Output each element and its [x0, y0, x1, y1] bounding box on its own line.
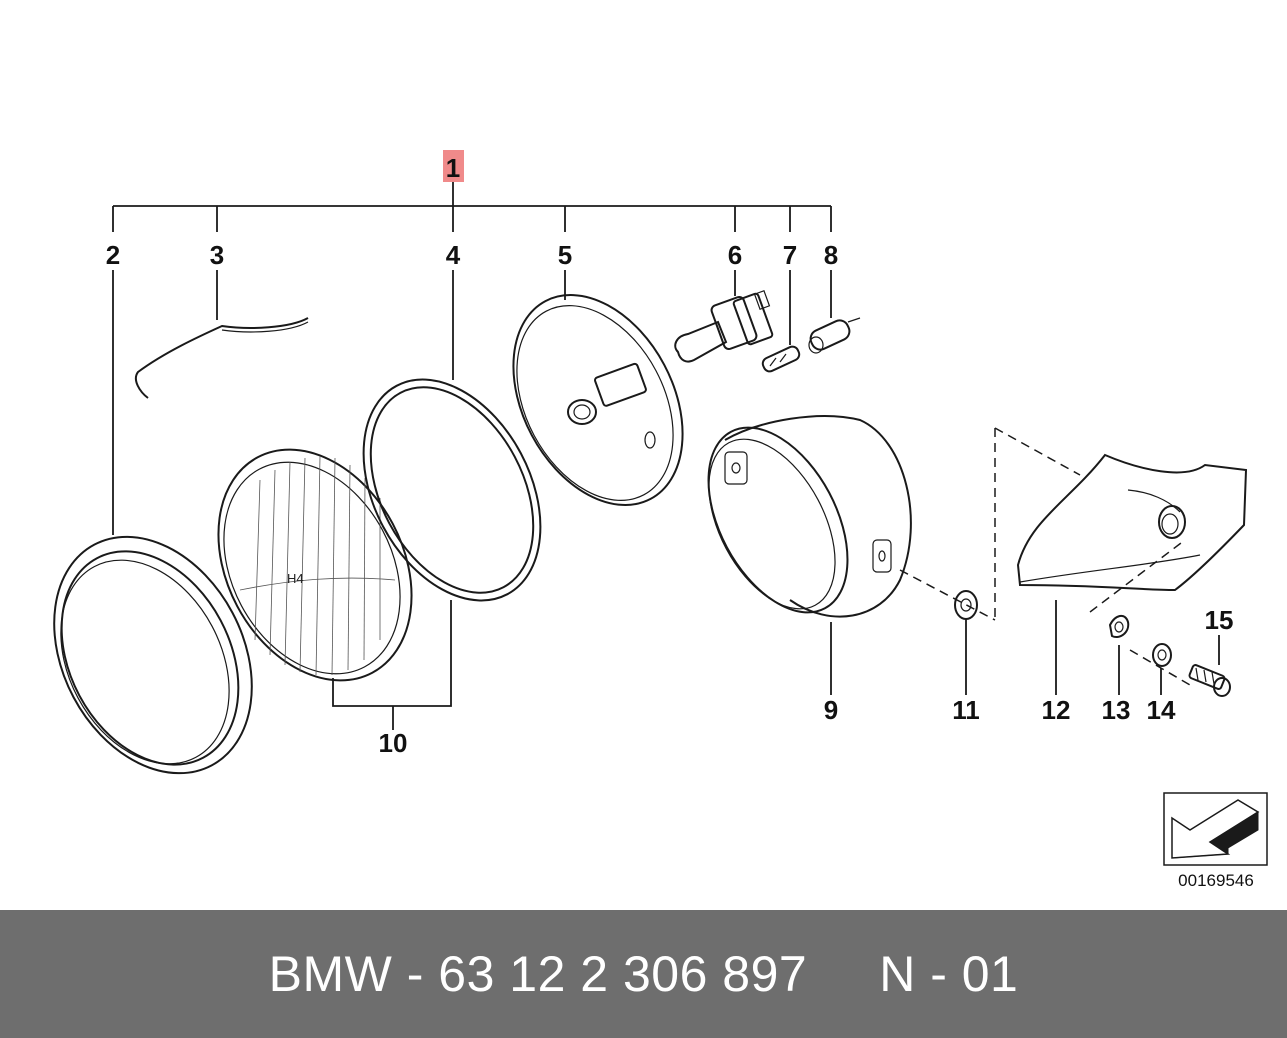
clip-nut-drawing — [1108, 614, 1130, 638]
callout-9: 9 — [824, 695, 838, 725]
assembly-dashed-lines — [899, 427, 1191, 686]
part-number: 63 12 2 306 897 — [438, 946, 808, 1002]
callout-8: 8 — [824, 240, 838, 270]
code-label: N - 01 — [879, 946, 1019, 1002]
headlight-housing-drawing — [707, 415, 912, 618]
callout-12: 12 — [1042, 695, 1071, 725]
callout-11: 11 — [952, 695, 980, 725]
trim-ring-drawing — [53, 535, 253, 775]
callout-6: 6 — [728, 240, 742, 270]
leader-lines — [112, 182, 1220, 730]
washer-drawing — [954, 590, 978, 620]
callout-1-highlight — [443, 150, 464, 182]
sheet-id: 00169546 — [1178, 871, 1254, 890]
gasket-ring-drawing — [362, 378, 542, 602]
callout-4: 4 — [446, 240, 461, 270]
direction-arrow-box — [1163, 792, 1268, 866]
callout-1: 1 — [446, 153, 460, 183]
wire-clip-drawing — [134, 317, 309, 399]
callout-3: 3 — [210, 240, 224, 270]
callout-10: 10 — [379, 728, 408, 758]
callout-5: 5 — [558, 240, 572, 270]
h4-bulb-drawing — [674, 290, 774, 363]
part-number-banner: BMW - 63 12 2 306 897 N - 01 — [0, 910, 1287, 1038]
small-washer-drawing — [1152, 643, 1172, 667]
mounting-bracket-drawing — [1016, 453, 1248, 592]
reflector-drawing — [512, 294, 684, 506]
headlight-lens-drawing: H4 — [217, 448, 413, 682]
parts-diagram: H4 — [53, 150, 1268, 890]
screw-drawing — [1188, 664, 1231, 697]
parking-bulb-drawing — [808, 317, 861, 354]
callout-labels: 1 2 3 4 5 6 7 8 9 10 11 12 13 14 15 — [106, 150, 1234, 758]
callout-14: 14 — [1147, 695, 1176, 725]
callout-2: 2 — [106, 240, 120, 270]
wedge-bulb-drawing — [761, 345, 801, 373]
callout-15: 15 — [1205, 605, 1234, 635]
brand-label: BMW — [268, 946, 393, 1002]
callout-13: 13 — [1102, 695, 1131, 725]
part-number-text: BMW - 63 12 2 306 897 N - 01 — [268, 946, 1019, 1002]
lens-marking: H4 — [287, 571, 304, 586]
callout-7: 7 — [783, 240, 797, 270]
